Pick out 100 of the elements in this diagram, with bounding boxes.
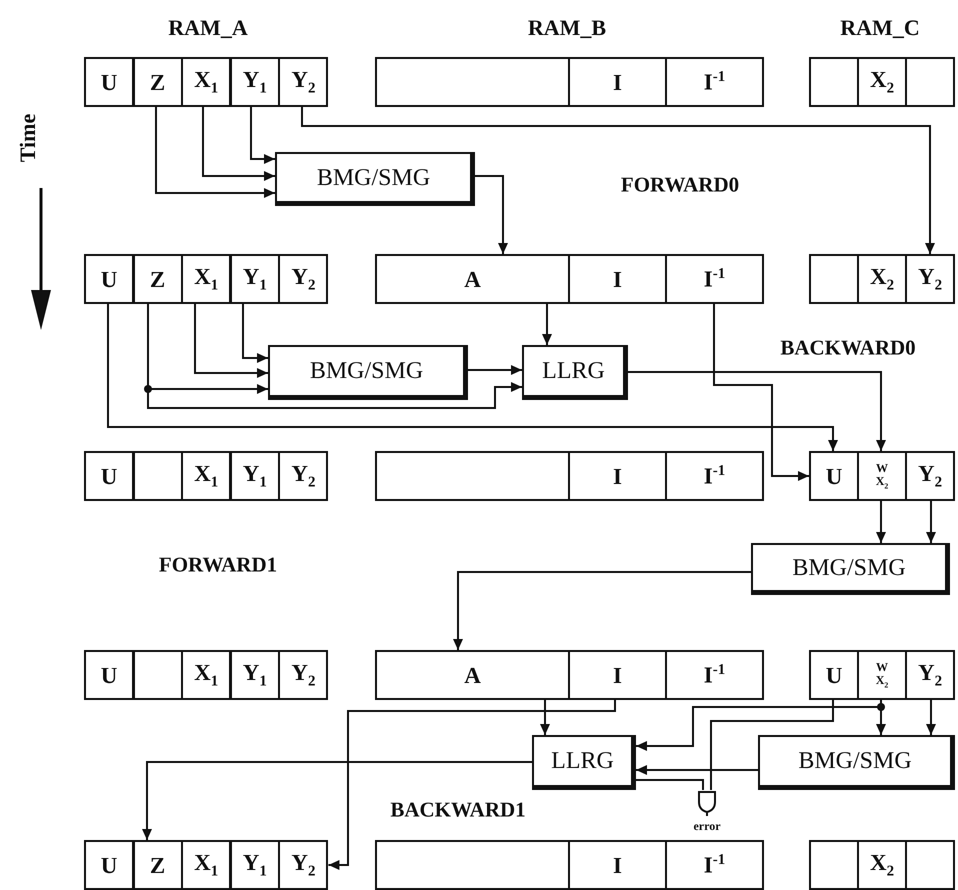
cell-label: X$_{1}$ (194, 68, 218, 96)
ram-label: RAM_A (168, 15, 248, 41)
arrow (475, 175, 508, 254)
cell-label: Y$_{1}$ (242, 462, 267, 490)
memory-cell (181, 57, 232, 107)
cell-label: I$^{-1}$ (704, 70, 726, 94)
box-label: BMG/SMG (310, 359, 424, 383)
memory-cell (84, 650, 134, 700)
memory-cell (181, 650, 232, 700)
cell-label: U (100, 854, 118, 876)
cell-label: A (464, 268, 481, 290)
memory-cell (905, 650, 955, 700)
memory-cell (375, 451, 570, 501)
arrow (628, 371, 886, 451)
memory-cell (278, 254, 328, 304)
cell-label: I$^{-1}$ (704, 853, 726, 877)
ram-label: RAM_B (528, 15, 606, 41)
memory-cell (375, 254, 570, 304)
arrow (107, 304, 838, 451)
process-box (268, 345, 468, 400)
box-label: LLRG (551, 749, 614, 773)
cell-label: X$_{2}$ (870, 850, 894, 880)
cell-label: I$^{-1}$ (704, 663, 726, 687)
memory-cell (568, 840, 667, 890)
logic-gate (697, 790, 717, 816)
cell-label: X$_{2}$ (870, 68, 894, 96)
ram-label: RAM_C (840, 15, 920, 41)
arrow (636, 765, 758, 775)
memory-cell (905, 451, 955, 501)
cell-label: Y$_{1}$ (242, 660, 267, 690)
memory-cell (665, 840, 764, 890)
process-box (758, 735, 955, 790)
memory-cell (665, 451, 764, 501)
memory-cell (132, 840, 183, 890)
cell-label: I (613, 268, 622, 290)
cell-label: Y$_{1}$ (242, 850, 267, 880)
memory-cell (809, 57, 859, 107)
cell-label: Y$_{2}$ (291, 660, 316, 690)
memory-cell (809, 254, 859, 304)
arrow (194, 304, 268, 378)
connector-line (636, 779, 704, 790)
cell-label: X$_{2}$ (876, 674, 888, 690)
cell-label: I$^{-1}$ (704, 267, 726, 291)
arrow (328, 700, 616, 870)
memory-cell (568, 650, 667, 700)
memory-cell (568, 254, 667, 304)
cell-label: I (613, 664, 622, 686)
memory-cell (132, 254, 183, 304)
memory-cell (857, 254, 907, 304)
cell-label: X$_{1}$ (194, 264, 218, 294)
memory-cell (132, 451, 183, 501)
arrow (540, 700, 550, 735)
memory-cell (230, 254, 280, 304)
axis-label: Time (15, 114, 41, 162)
phase-label: BACKWARD1 (390, 798, 526, 822)
process-box (522, 345, 628, 400)
memory-cell (181, 254, 232, 304)
memory-cell (375, 840, 570, 890)
cell-label: Y$_{1}$ (242, 264, 267, 294)
memory-cell (665, 650, 764, 700)
arrow (926, 501, 936, 543)
cell-label: Y$_{2}$ (291, 264, 316, 294)
memory-cell (809, 451, 859, 501)
memory-cell (84, 254, 134, 304)
memory-cell (230, 840, 280, 890)
arrow (202, 107, 275, 181)
process-box (751, 543, 950, 595)
cell-label: Y$_{2}$ (291, 850, 316, 880)
memory-cell (230, 451, 280, 501)
cell-label: U (100, 664, 118, 686)
cell-label: X$_{1}$ (194, 850, 218, 880)
phase-label: BACKWARD0 (780, 336, 916, 360)
cell-label: W (876, 462, 888, 475)
memory-cell (278, 840, 328, 890)
memory-cell (905, 840, 955, 890)
cell-label: X$_{1}$ (194, 462, 218, 490)
cell-label: I$^{-1}$ (704, 464, 726, 488)
arrow (155, 107, 275, 198)
gate-caption: error (693, 819, 721, 834)
memory-cell (809, 650, 859, 700)
cell-label: Y$_{2}$ (918, 462, 942, 490)
memory-cell (278, 57, 328, 107)
arrow (250, 107, 275, 164)
memory-cell (278, 451, 328, 501)
cell-label: W (876, 660, 888, 674)
memory-cell (84, 840, 134, 890)
cell-label: U (826, 464, 842, 488)
memory-cell (905, 57, 955, 107)
box-label: BMG/SMG (792, 556, 906, 580)
cell-label: Z (150, 854, 166, 876)
cell-label: U (100, 70, 118, 94)
memory-cell (665, 254, 764, 304)
memory-cell (278, 650, 328, 700)
arrow (542, 304, 552, 345)
memory-cell (905, 254, 955, 304)
memory-cell (375, 650, 570, 700)
memory-cell (132, 57, 183, 107)
cell-label: I (613, 464, 622, 488)
cell-label: U (826, 664, 842, 686)
arrow (301, 107, 935, 254)
